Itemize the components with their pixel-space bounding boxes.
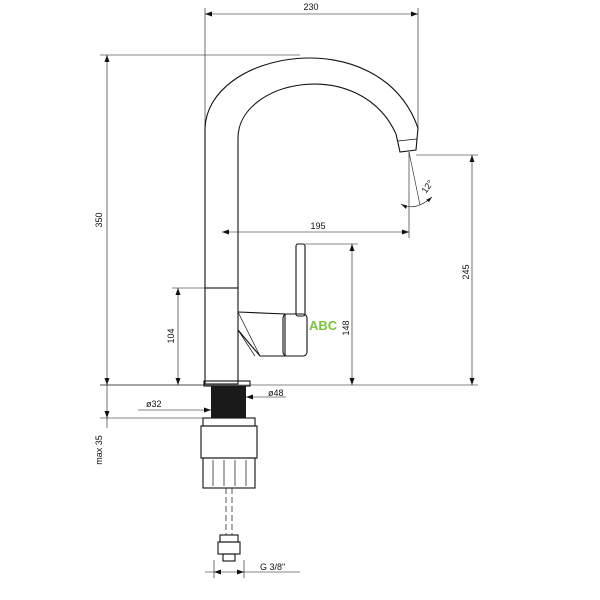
supply-hose [217,488,241,562]
dim-spout-reach: 195 [310,221,325,231]
dim-total-width: 230 [303,2,318,12]
mounting-nut [200,417,258,489]
faucet-outline [203,57,419,387]
dim-total-height: 350 [94,212,104,227]
dim-thread: G 3/8" [260,562,285,572]
dim-stem-diameter: ø32 [146,399,162,409]
dim-base-diameter: ø48 [268,388,284,398]
dim-lever-height: 148 [341,320,351,335]
dim-spout-angle: 12° [419,178,435,195]
dim-outlet-height: 245 [461,264,471,279]
watermark-logo: ABC [309,318,338,333]
dim-body-height: 104 [166,328,176,343]
threaded-stem [211,386,246,418]
dim-mounting-depth: max 35 [94,435,104,465]
dimension-lines [100,8,478,578]
